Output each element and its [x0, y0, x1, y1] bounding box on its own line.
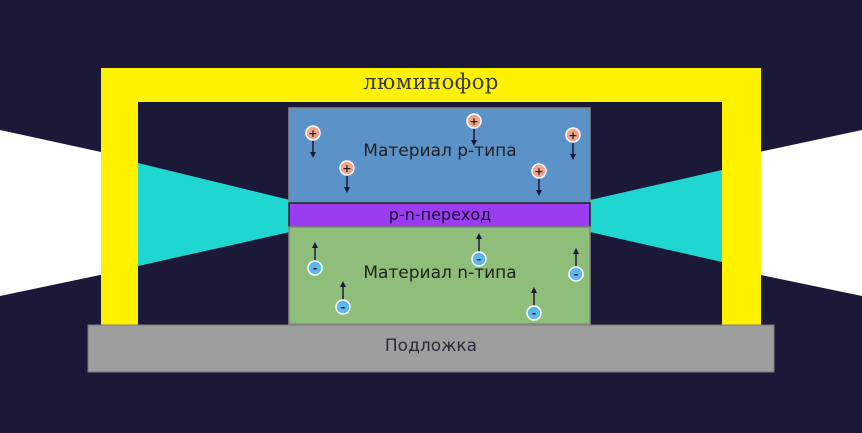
- n-material-label: Материал n-типа: [363, 263, 517, 283]
- hole-carrier: +: [531, 163, 547, 196]
- hole-carrier-symbol: +: [342, 162, 351, 175]
- emitted-light-right: [590, 170, 722, 262]
- hole-carrier: +: [565, 127, 581, 160]
- hole-carrier-symbol: +: [534, 165, 543, 178]
- hole-carrier-symbol: +: [308, 127, 317, 140]
- electron-carrier: -: [471, 233, 487, 267]
- p-material-label: Материал p-типа: [363, 141, 517, 161]
- substrate: [87, 324, 775, 373]
- emitted-light-left: [138, 163, 290, 266]
- hole-carrier: +: [466, 113, 482, 146]
- electron-carrier-symbol: -: [313, 262, 318, 275]
- electron-carrier: -: [307, 242, 323, 276]
- hole-carrier: +: [339, 160, 355, 193]
- hole-carrier: +: [305, 125, 321, 158]
- substrate-label: Подложка: [384, 336, 478, 356]
- electron-carrier-symbol: -: [341, 301, 346, 314]
- pn-junction-label: p-n-переход: [388, 205, 492, 224]
- electron-carrier-symbol: -: [532, 307, 537, 320]
- electron-carrier: -: [335, 281, 351, 315]
- phosphor-layer: [101, 68, 761, 330]
- hole-carrier-symbol: +: [469, 115, 478, 128]
- electrons-group: - - - - -: [307, 233, 584, 321]
- hole-carrier-symbol: +: [568, 129, 577, 142]
- electron-carrier-symbol: -: [574, 268, 579, 281]
- electron-carrier: -: [568, 248, 584, 282]
- phosphor-label: люминофор: [363, 70, 499, 94]
- electron-carrier: -: [526, 287, 542, 321]
- electron-carrier-symbol: -: [477, 253, 482, 266]
- holes-group: + + + + +: [305, 113, 581, 196]
- pn-junction: [288, 202, 591, 228]
- p-material: [288, 107, 591, 204]
